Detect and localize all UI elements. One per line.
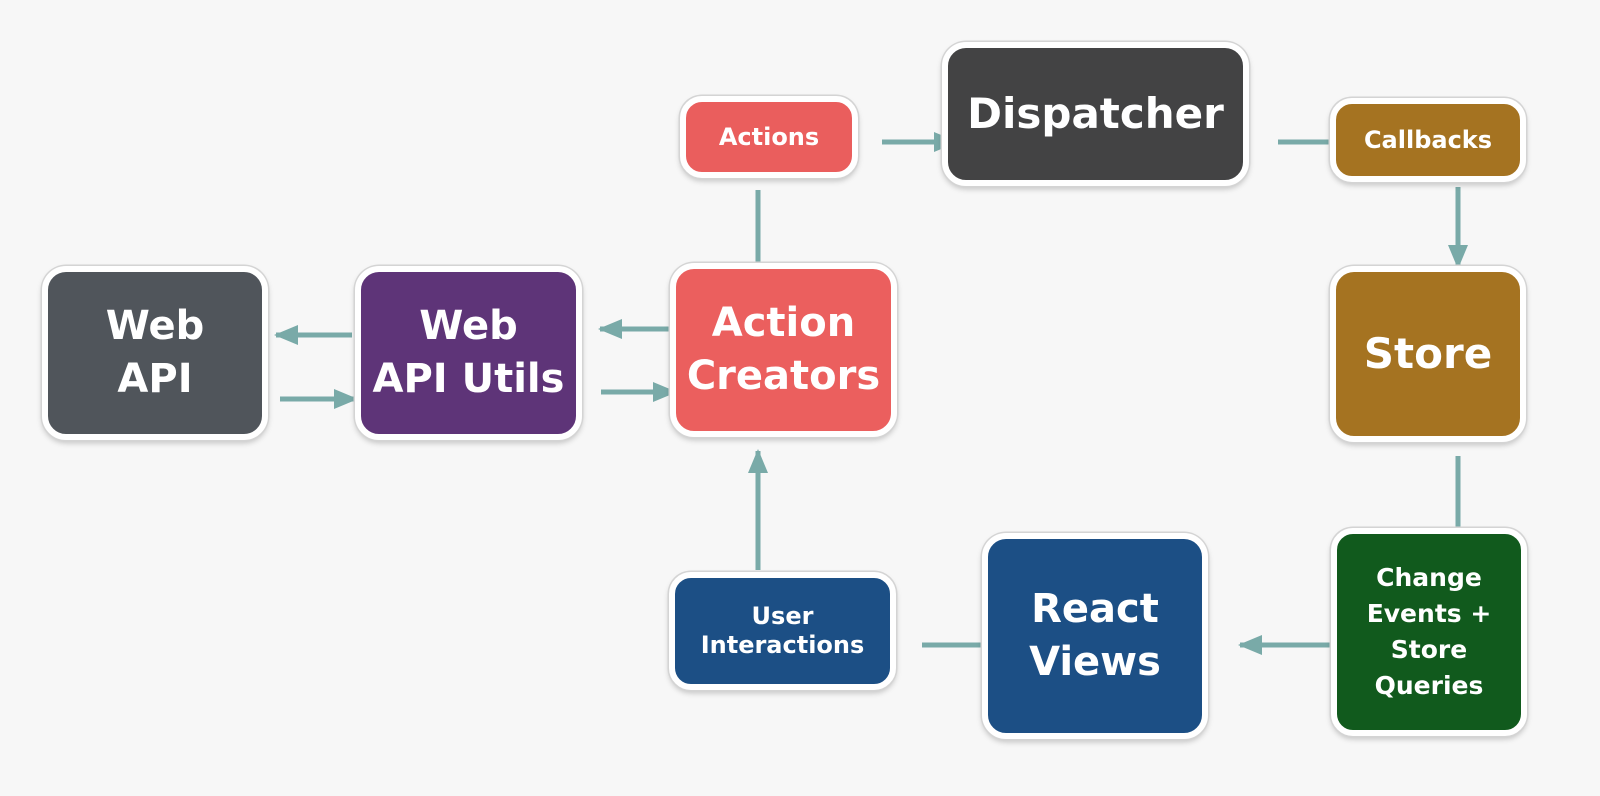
change-events-line4: Queries: [1374, 671, 1484, 701]
change-events-line2: Events +: [1366, 598, 1492, 628]
web-api-line2: API: [117, 356, 193, 402]
dispatcher-node: Dispatcher: [942, 42, 1249, 186]
web-api-utils-line1: Web: [419, 302, 518, 349]
react-views-line1: React: [1031, 585, 1159, 632]
callbacks-label: Callbacks: [1363, 125, 1493, 154]
web-api-utils-line2: API Utils: [372, 356, 565, 402]
actions-node: Actions: [680, 96, 858, 178]
web-api-line1: Web: [105, 302, 205, 349]
react-views-line2: Views: [1029, 639, 1161, 685]
user-interactions-line1: User: [751, 602, 814, 631]
callbacks-node: Callbacks: [1330, 98, 1526, 182]
change-events-line1: Change: [1376, 562, 1482, 592]
change-events-node: Change Events + Store Queries: [1331, 528, 1527, 736]
user-interactions-node: User Interactions: [669, 572, 896, 690]
user-interactions-line2: Interactions: [700, 631, 865, 659]
action-creators-line1: Action: [711, 299, 856, 346]
action-creators-line2: Creators: [686, 353, 881, 399]
web-api-utils-node: Web API Utils: [355, 266, 582, 440]
change-events-line3: Store: [1390, 635, 1468, 664]
store-label: Store: [1363, 328, 1493, 378]
actions-label: Actions: [718, 122, 820, 151]
store-node: Store: [1330, 266, 1526, 442]
action-creators-node: Action Creators: [670, 263, 897, 437]
web-api-node: Web API: [42, 266, 268, 440]
dispatcher-label: Dispatcher: [967, 88, 1224, 138]
react-views-node: React Views: [982, 533, 1208, 739]
